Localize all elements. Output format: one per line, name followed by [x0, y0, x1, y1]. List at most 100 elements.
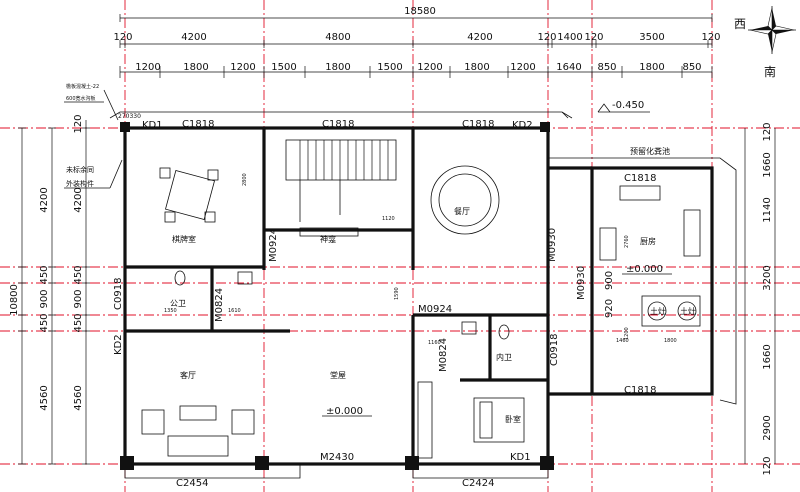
room-labels: 棋牌室 神龛 餐厅 厨房 预留化粪池 公卫 内卫 客厅 堂屋 卧室 土灶 土灶: [170, 146, 696, 424]
door-m0930-1: M0930: [547, 228, 558, 262]
note-left-2: 外装构件: [66, 179, 94, 188]
window-kd1-bottom: KD1: [510, 452, 531, 463]
window-c1818-kitchen-bottom: C1818: [624, 385, 656, 396]
elevations: ±0.000 ±0.000: [322, 264, 672, 417]
right-dim-5: 1660: [762, 344, 773, 369]
door-m0824-2: M0824: [438, 338, 449, 372]
top-dim-7: 120: [584, 32, 603, 43]
left-total: 10800: [9, 284, 20, 316]
furniture: [141, 165, 701, 459]
top-dim-8: 3500: [639, 32, 664, 43]
kitchen-note: 预留化粪池: [630, 146, 670, 156]
top-dim-4: 4200: [467, 32, 492, 43]
top-sub-9: 1200: [510, 62, 535, 73]
staircase: [285, 139, 397, 222]
stove-1: 土灶: [650, 306, 666, 316]
misc-dim-2800: 2800: [242, 173, 248, 186]
left-dimensions: 10800 4200 450 900 450 4560 120 4200 450…: [9, 114, 90, 465]
note-left-1: 未标余同: [66, 165, 94, 174]
top-sub-10: 1640: [556, 62, 581, 73]
compass-west: 西: [734, 17, 746, 31]
top-sub-5: 1800: [325, 62, 350, 73]
room-living: 客厅: [180, 370, 196, 380]
door-m0824-1: M0824: [214, 288, 225, 322]
top-sub-13: 850: [682, 62, 701, 73]
top-sub-3: 1200: [230, 62, 255, 73]
top-sub-2: 1800: [183, 62, 208, 73]
room-dining: 餐厅: [454, 207, 470, 216]
room-shrine: 神龛: [320, 234, 336, 244]
right-dim-6: 2900: [762, 415, 773, 440]
left-outer-5: 4560: [39, 385, 50, 410]
misc-dim-1350: 1350: [164, 308, 177, 314]
misc-dim-900: 900: [604, 271, 615, 290]
right-dimensions: 120 1660 1140 3200 1660 2900 120: [744, 122, 776, 476]
compass: 西 南: [734, 6, 796, 79]
top-sub-1: 1200: [135, 62, 160, 73]
right-dim-4: 3200: [762, 265, 773, 290]
misc-dim-1460: 1460: [616, 338, 629, 344]
left-outer-1: 4200: [39, 187, 50, 212]
right-dim-1: 120: [762, 122, 773, 141]
misc-dim-1160: 1160: [428, 340, 441, 346]
right-dim-3: 1140: [762, 197, 773, 222]
door-m0924-1: M0924: [268, 228, 279, 262]
top-dim-2: 4200: [181, 32, 206, 43]
note-topleft-2: 600宽水沟板: [66, 95, 96, 102]
top-sub-6: 1500: [377, 62, 402, 73]
top-sub-8: 1800: [464, 62, 489, 73]
elevation-kitchen: ±0.000: [626, 264, 663, 275]
window-c0918-right: C0918: [549, 334, 560, 366]
window-c1818-2: C1818: [322, 119, 354, 130]
annotation-notes: 檐板混凝土-22 600宽水沟板 未标余同 外装构件 270330 -0.450: [64, 83, 650, 189]
left-outer-3: 900: [39, 289, 50, 308]
misc-dim-1200: 1200: [624, 327, 630, 340]
note-small-dims: 270330: [118, 113, 141, 120]
top-sub-12: 1800: [639, 62, 664, 73]
window-kd2-left: KD2: [113, 334, 124, 355]
room-kitchen: 厨房: [640, 236, 656, 246]
door-m0930-2: M0930: [576, 266, 587, 300]
door-m0924-2: M0924: [418, 304, 452, 315]
left-inner-4: 900: [73, 289, 84, 308]
window-kd1-top: KD1: [142, 120, 163, 131]
door-m2430: M2430: [320, 452, 354, 463]
left-inner-2: 4200: [73, 187, 84, 212]
window-c2454: C2454: [176, 478, 208, 489]
total-width-label: 18580: [404, 6, 436, 17]
left-inner-3: 450: [73, 265, 84, 284]
top-sub-11: 850: [597, 62, 616, 73]
left-outer-4: 450: [39, 313, 50, 332]
top-dimensions: 18580 120 4200 4800 4200 120 1400 120 35…: [113, 6, 721, 78]
window-kd2-top: KD2: [512, 120, 533, 131]
opening-labels: KD1 C1818 C1818 C1818 KD2 C1818 C1818 C2…: [113, 119, 656, 489]
right-dim-2: 1660: [762, 152, 773, 177]
window-c2424: C2424: [462, 478, 494, 489]
left-inner-6: 4560: [73, 385, 84, 410]
top-dim-3: 4800: [325, 32, 350, 43]
left-outer-2: 450: [39, 265, 50, 284]
top-sub-4: 1500: [271, 62, 296, 73]
room-chess: 棋牌室: [172, 234, 196, 244]
left-inner-1: 120: [73, 114, 84, 133]
stove-2: 土灶: [680, 306, 696, 316]
compass-south: 南: [764, 64, 776, 79]
misc-dim-920: 920: [604, 299, 615, 318]
misc-dim-1800: 1800: [664, 338, 677, 344]
room-hall: 堂屋: [330, 370, 346, 380]
window-c1818-1: C1818: [182, 119, 214, 130]
right-dim-7: 120: [762, 456, 773, 475]
misc-dim-1120: 1120: [382, 216, 395, 222]
window-c1818-kitchen-top: C1818: [624, 173, 656, 184]
top-dim-6: 1400: [557, 32, 582, 43]
top-dim-9: 120: [701, 32, 720, 43]
misc-dim-1590: 1590: [394, 287, 400, 300]
misc-dim-1610: 1610: [228, 308, 241, 314]
top-dim-1: 120: [113, 32, 132, 43]
walls: [109, 111, 737, 479]
window-c1818-3: C1818: [462, 119, 494, 130]
note-topleft-1: 檐板混凝土-22: [66, 83, 99, 90]
misc-dimensions: 2800 1120 1590 1610 1350 1160 1200 920 9…: [164, 173, 677, 346]
top-dim-5: 120: [537, 32, 556, 43]
